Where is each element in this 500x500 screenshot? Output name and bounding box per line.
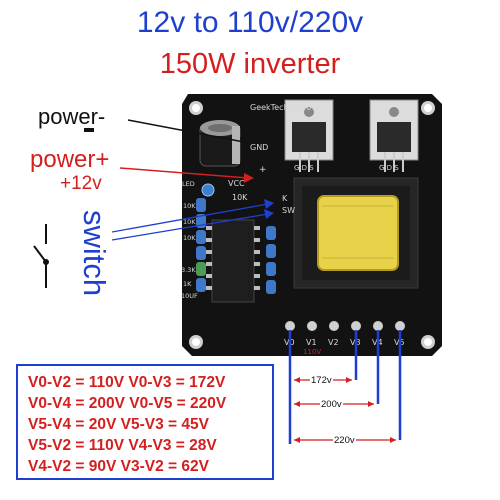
board-brand-text: GeekTeche 150W <box>250 103 319 112</box>
label-switch: switch <box>77 210 112 297</box>
pin-label-v2: V2 <box>328 338 339 347</box>
label-input-voltage: +12v <box>60 173 102 194</box>
board-mosfet2-text: G D S <box>379 164 399 172</box>
ic-chip <box>206 219 260 303</box>
board-r4-text: 3.3K <box>181 266 196 274</box>
board-vcc-text: VCC <box>228 179 245 188</box>
led <box>201 183 215 197</box>
legend-line-5: V4-V2 = 90V V3-V2 = 62V <box>28 458 209 475</box>
switch-wire-arrows <box>111 199 274 241</box>
mosfet-right <box>369 99 419 172</box>
dimension-arrows <box>294 377 396 443</box>
power-negative-arrow <box>84 119 250 147</box>
dimension-172v: 172v <box>310 375 333 386</box>
electrolytic-capacitor <box>199 120 241 167</box>
legend-line-1: V0-V2 = 110V V0-V3 = 172V <box>28 374 226 391</box>
label-power-negative: power- <box>38 104 106 129</box>
dimension-200v: 200v <box>320 399 343 410</box>
pin-label-v1: V1 <box>306 338 317 347</box>
output-pins <box>285 321 405 331</box>
board-r2-text: 10K <box>183 218 196 226</box>
board-sw-text: SW <box>282 206 295 215</box>
legend-line-4: V5-V2 = 110V V4-V3 = 28V <box>28 437 217 454</box>
legend-line-3: V5-V4 = 20V V5-V3 = 45V <box>28 416 209 433</box>
board-mosfet1-text: G D S <box>294 164 314 172</box>
transformer <box>293 177 419 289</box>
measurement-lines <box>288 330 402 444</box>
resistors <box>196 198 276 294</box>
title-voltage: 12v to 110v/220v <box>136 6 364 39</box>
board-plus-text: + <box>259 165 267 175</box>
board-k-text: K <box>282 194 288 203</box>
title-power: 150W inverter <box>159 48 341 80</box>
label-power-positive: power+ <box>30 146 110 173</box>
legend-line-2: V0-V4 = 200V V0-V5 = 220V <box>28 395 227 412</box>
board-gnd-text: GND <box>250 143 268 152</box>
board-resistor-labels: 10K 10K 10K 3.3K 1K 10UF <box>181 202 198 300</box>
output-voltage-text: 110V <box>303 348 321 356</box>
board-r6-text: 10UF <box>181 292 198 300</box>
switch-symbol-icon <box>33 224 49 288</box>
board-led-text: LED <box>182 180 195 188</box>
board-10k-text: 10K <box>232 193 248 202</box>
voltage-legend-box: V0-V2 = 110V V0-V3 = 172V V0-V4 = 200V V… <box>16 364 274 480</box>
board-r5-text: 1K <box>183 280 192 288</box>
power-positive-arrow <box>119 167 254 183</box>
dimension-220v: 220v <box>333 435 356 446</box>
board-r3-text: 10K <box>183 234 196 242</box>
board-r1-text: 10K <box>183 202 196 210</box>
mosfet-left <box>284 99 334 172</box>
